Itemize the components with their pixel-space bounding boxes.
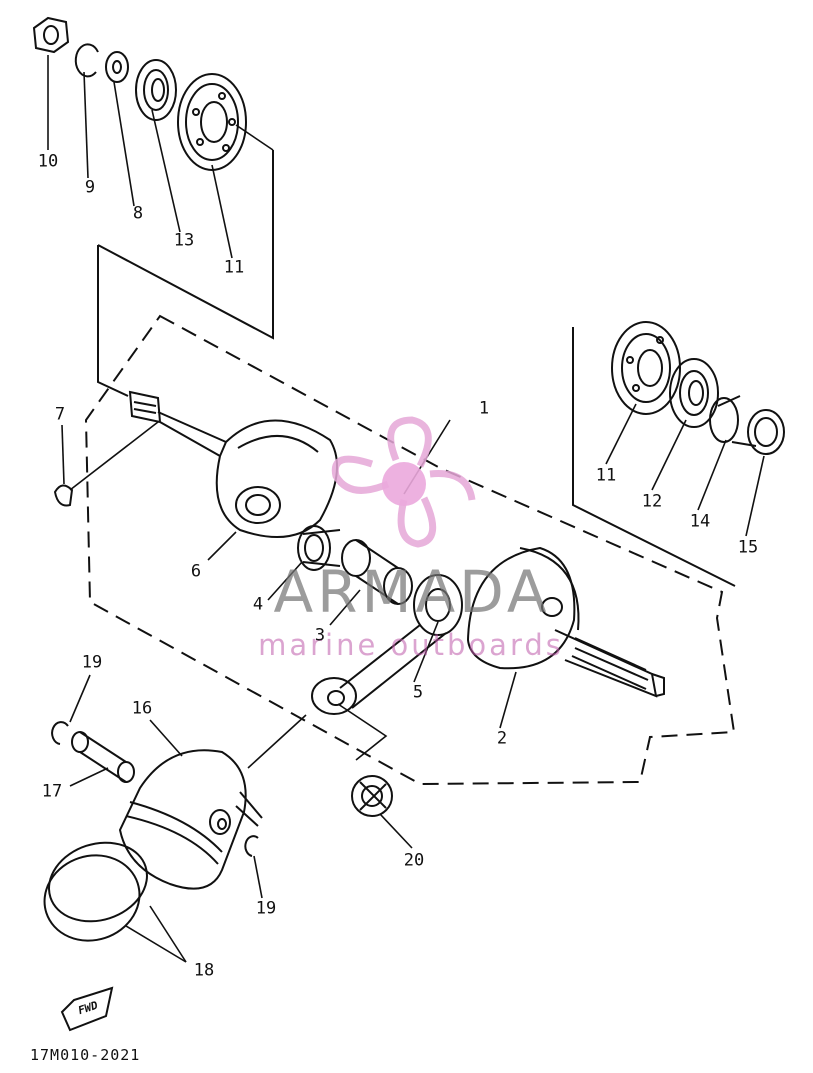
bracket-top: [97, 150, 274, 397]
propeller-hub: [382, 462, 426, 506]
callout-8: 8: [132, 203, 144, 224]
callout-6: 6: [190, 561, 202, 582]
oil-seal-12: [669, 358, 719, 428]
leader-lines: [47, 55, 765, 963]
washer-8: [105, 51, 129, 83]
small-end-bearing-20: [351, 775, 393, 817]
callout-5: 5: [412, 682, 424, 703]
callout-19-right: 19: [255, 898, 277, 919]
propeller-icon: [331, 416, 476, 548]
callout-9: 9: [84, 177, 96, 198]
piston-16: [118, 749, 263, 890]
callout-2: 2: [496, 728, 508, 749]
nut-10: [32, 16, 70, 54]
callout-7: 7: [54, 404, 66, 425]
callout-15: 15: [737, 537, 759, 558]
watermark-title: ARMADA: [273, 558, 551, 626]
ball-bearing-11-right: [611, 321, 681, 415]
crank-half-6: [128, 390, 339, 539]
woodruff-key-7: [53, 484, 74, 507]
circlip-9: [74, 43, 99, 78]
callout-11-top: 11: [223, 257, 245, 278]
fwd-arrow-icon: [60, 986, 114, 1032]
callout-17: 17: [41, 781, 63, 802]
ball-bearing-11-top: [177, 73, 247, 171]
drawing-code: 17M010-2021: [30, 1046, 141, 1064]
piston-pin-17: [71, 731, 135, 783]
bracket-right: [572, 327, 736, 587]
callout-18: 18: [193, 960, 215, 981]
collar-14-15: [709, 395, 785, 455]
connecting-rod-5: [311, 574, 463, 715]
callout-4: 4: [252, 594, 264, 615]
circlip-19-right: [244, 835, 259, 857]
piston-rings-18: [43, 841, 148, 942]
crankshaft-assembly-outline: [84, 314, 736, 786]
callout-3: 3: [314, 625, 326, 646]
callout-1: 1: [478, 398, 490, 419]
crank-half-2: [466, 546, 665, 698]
callout-16: 16: [131, 698, 153, 719]
callout-12: 12: [641, 491, 663, 512]
callout-13: 13: [173, 230, 195, 251]
callout-11-right: 11: [595, 465, 617, 486]
needle-bearing-4: [297, 525, 341, 571]
oil-seal-13: [135, 59, 177, 121]
callout-20: 20: [403, 850, 425, 871]
circlip-19-left: [51, 721, 69, 745]
watermark-subtitle: marine outboards: [258, 628, 564, 662]
crank-pin-3: [341, 539, 413, 605]
callout-14: 14: [689, 511, 711, 532]
callout-10: 10: [37, 151, 59, 172]
callout-19-left: 19: [81, 652, 103, 673]
